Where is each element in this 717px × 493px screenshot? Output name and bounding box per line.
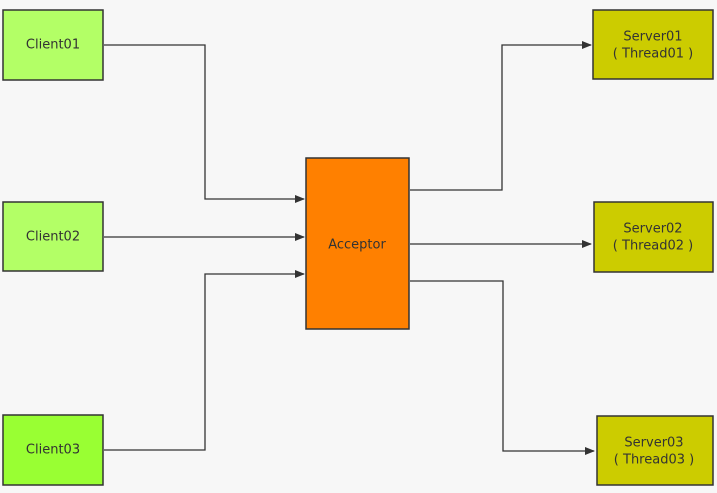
connector-client01-acceptor [104, 44, 305, 203]
server02-label: Server02 [623, 222, 682, 237]
server01-node[interactable]: Server01 ( Thread01 ) [592, 9, 714, 80]
acceptor-label: Acceptor [328, 238, 386, 253]
connector-acceptor-server03 [410, 280, 595, 455]
client01-label: Client01 [26, 38, 80, 53]
connector-client03-acceptor [104, 270, 305, 451]
server02-thread-label: ( Thread02 ) [613, 239, 693, 254]
server01-label: Server01 [623, 30, 682, 45]
client01-node[interactable]: Client01 [2, 9, 104, 81]
server03-node[interactable]: Server03 ( Thread03 ) [596, 415, 714, 486]
server02-node[interactable]: Server02 ( Thread02 ) [593, 201, 714, 273]
client02-label: Client02 [26, 230, 80, 245]
client03-node[interactable]: Client03 [2, 414, 104, 486]
client02-node[interactable]: Client02 [2, 201, 104, 272]
server01-thread-label: ( Thread01 ) [613, 47, 693, 62]
acceptor-node[interactable]: Acceptor [305, 157, 410, 330]
connector-acceptor-server01 [410, 41, 592, 191]
server03-thread-label: ( Thread03 ) [614, 453, 694, 468]
server03-label: Server03 [624, 436, 683, 451]
client03-label: Client03 [26, 443, 80, 458]
